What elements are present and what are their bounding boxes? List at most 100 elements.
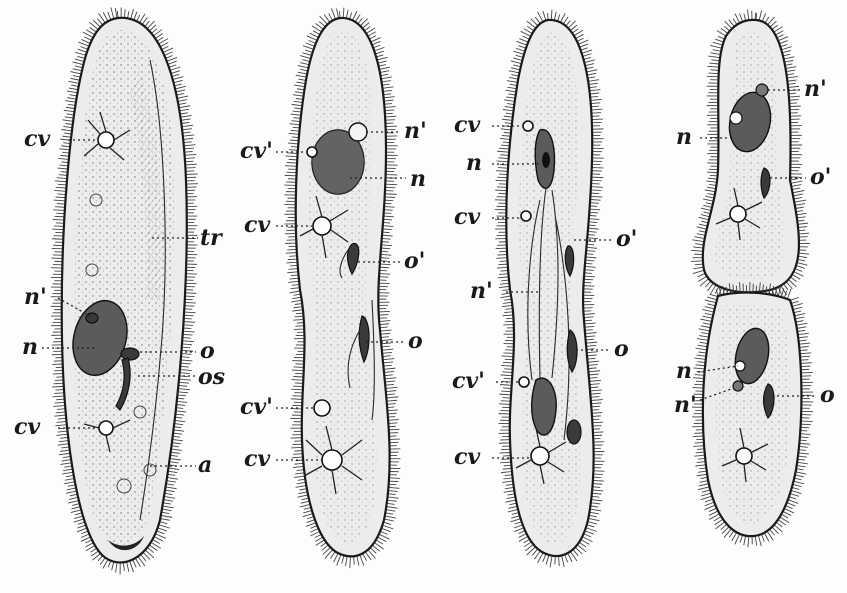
cilium <box>699 217 709 220</box>
label-a: a <box>198 452 212 478</box>
cilium <box>57 204 65 205</box>
cilium <box>592 493 601 494</box>
cilium <box>695 375 705 376</box>
cilium <box>801 421 813 422</box>
cilium <box>58 184 67 185</box>
cilium <box>570 25 577 31</box>
cilium <box>800 360 808 361</box>
cilium <box>77 528 87 532</box>
cilium <box>693 436 704 437</box>
cilium <box>701 326 711 328</box>
cilium <box>180 366 188 367</box>
cilium <box>788 86 799 87</box>
cilium <box>182 350 194 351</box>
cilium <box>59 175 68 176</box>
cilium <box>514 525 522 528</box>
cilium <box>794 478 801 480</box>
cilium <box>582 50 592 53</box>
cilium <box>381 528 390 531</box>
cilium <box>362 23 369 29</box>
cilium <box>57 409 65 410</box>
cilium <box>185 158 195 159</box>
cilium <box>294 307 303 308</box>
cilium <box>759 10 761 20</box>
cilium <box>164 496 175 498</box>
label-cv-prime: cv' <box>240 394 273 420</box>
cilium <box>505 90 516 92</box>
cilium <box>701 215 710 217</box>
cilium <box>67 98 76 100</box>
cilium <box>375 51 384 54</box>
cilium <box>589 512 598 514</box>
cilium <box>496 258 507 259</box>
cilium <box>58 418 66 419</box>
cilium <box>799 343 810 344</box>
cilium <box>691 250 703 251</box>
cilium <box>168 61 177 64</box>
cilium <box>56 434 67 435</box>
cilium <box>298 79 305 80</box>
cilium <box>699 329 710 331</box>
cilium <box>505 500 516 502</box>
cilium <box>788 500 798 504</box>
cilium <box>703 316 713 318</box>
organism-4a <box>691 10 810 304</box>
cilium <box>795 475 804 477</box>
cilium <box>302 60 310 62</box>
cilium <box>796 213 806 215</box>
cilium <box>124 9 125 18</box>
cilium <box>371 38 381 42</box>
cilium <box>295 316 304 317</box>
cilium <box>592 490 603 491</box>
cilium <box>800 437 809 438</box>
cilium <box>108 12 111 20</box>
cilium <box>103 12 108 21</box>
cilium <box>498 168 508 169</box>
cilium <box>334 553 339 562</box>
cilium <box>588 522 597 524</box>
cilium <box>590 393 600 394</box>
cilium <box>790 179 798 181</box>
cilium <box>591 503 600 504</box>
cilium <box>291 447 302 448</box>
cilium <box>56 399 64 400</box>
cilium <box>145 550 154 558</box>
cilium <box>158 528 167 531</box>
cilium <box>91 551 98 556</box>
cilium <box>68 81 79 83</box>
cilium <box>698 471 707 472</box>
cilium <box>590 203 599 204</box>
cilium <box>180 115 191 117</box>
cilium <box>693 267 703 268</box>
cilium <box>697 234 706 236</box>
cilium <box>588 361 600 362</box>
cilium <box>180 363 190 364</box>
cilium <box>385 513 393 514</box>
cilium <box>62 472 73 474</box>
cilium <box>584 57 591 59</box>
cilium <box>590 384 600 385</box>
cilium <box>744 536 746 546</box>
cilium <box>789 100 798 101</box>
cilium <box>502 356 514 357</box>
cilium <box>744 14 746 21</box>
cilium <box>590 93 599 94</box>
cilium <box>509 77 518 79</box>
cilium <box>303 46 314 50</box>
cilium <box>181 119 191 120</box>
cilium <box>174 84 182 86</box>
cilium <box>502 481 513 482</box>
cilium <box>172 443 181 444</box>
label-cv-prime: cv' <box>452 368 485 394</box>
cilium <box>583 54 592 57</box>
cilium <box>176 90 185 92</box>
cilium <box>75 52 86 55</box>
cilium <box>297 89 304 90</box>
cilium <box>381 248 390 249</box>
cilium <box>157 531 165 534</box>
cilium <box>568 553 573 562</box>
cilium <box>376 55 383 57</box>
cilium <box>589 222 598 223</box>
cilium <box>379 318 387 319</box>
cilium <box>591 187 603 188</box>
